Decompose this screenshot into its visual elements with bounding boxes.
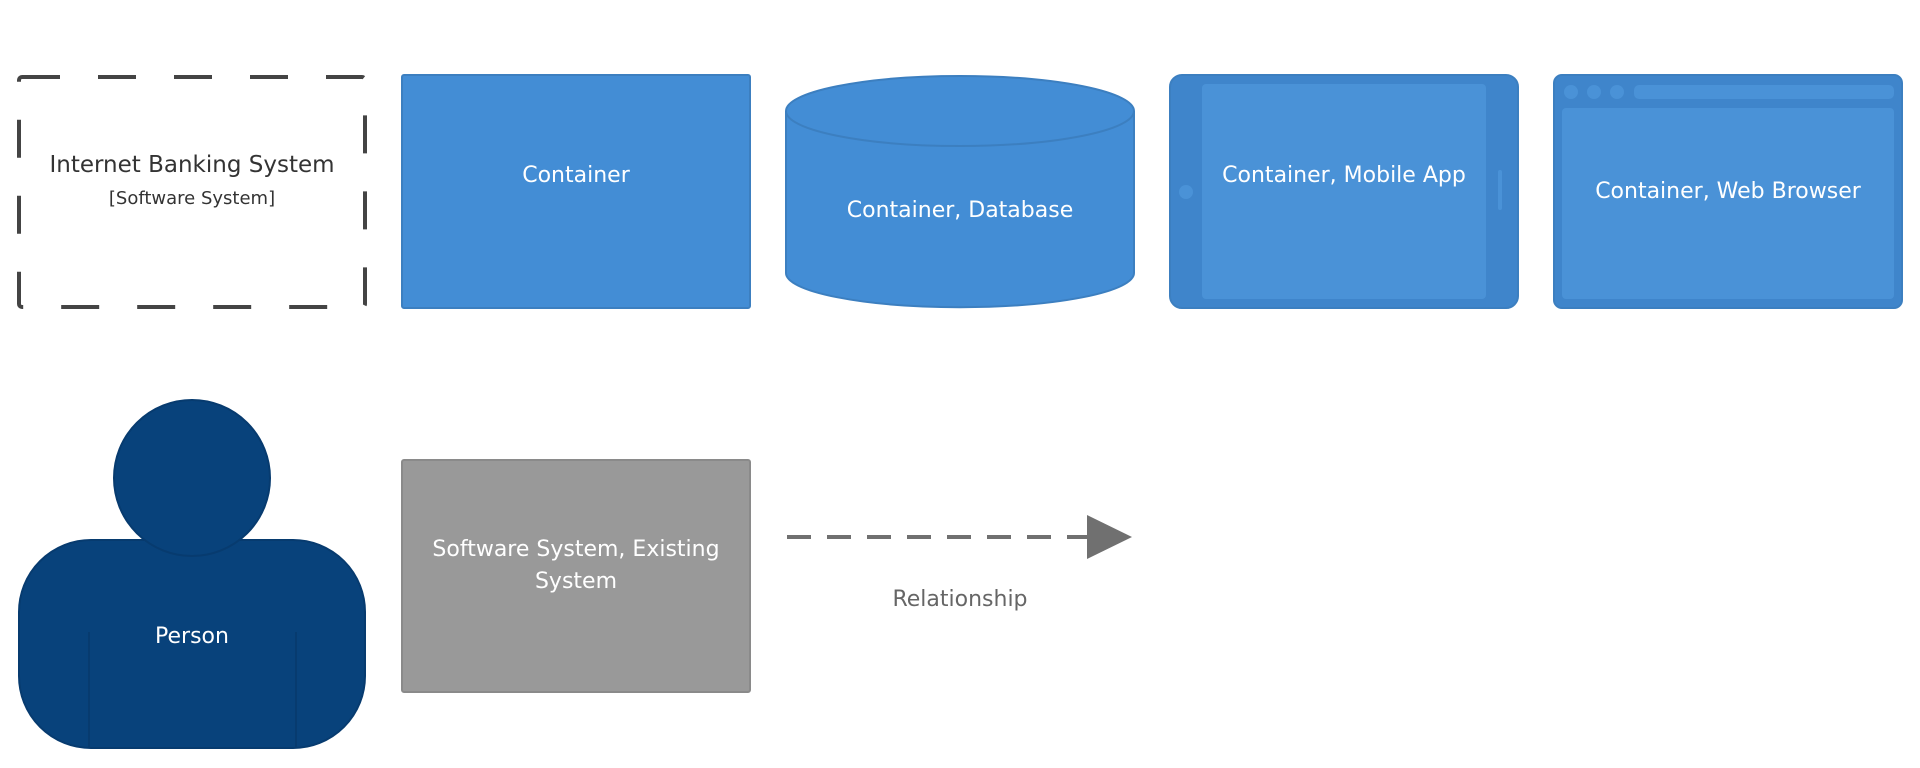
mobile-app-screen	[1202, 84, 1486, 299]
browser-viewport	[1562, 108, 1894, 299]
boundary-title: Internet Banking System	[49, 152, 334, 178]
person-shape: Person	[18, 399, 366, 749]
container-box	[401, 74, 751, 309]
mobile-app-home-button	[1179, 185, 1193, 199]
browser-window-dot-icon	[1564, 85, 1578, 99]
browser-window-dot-icon	[1587, 85, 1601, 99]
relationship-label: Relationship	[892, 587, 1027, 612]
person-label: Person	[155, 624, 229, 649]
browser-address-bar	[1634, 85, 1894, 99]
mobile-app-side-button	[1498, 170, 1502, 210]
database-label: Container, Database	[847, 198, 1073, 223]
boundary-dashed-frame	[17, 75, 367, 309]
existing-system-box	[401, 459, 751, 693]
web-browser-shape: Container, Web Browser	[1553, 74, 1903, 309]
person-head	[113, 399, 271, 557]
container-shape: Container	[401, 74, 751, 309]
software-system-boundary: Internet Banking System [Software System…	[17, 75, 367, 309]
mobile-app-label: Container, Mobile App	[1222, 163, 1466, 188]
web-browser-label: Container, Web Browser	[1595, 179, 1862, 204]
mobile-app-shape: Container, Mobile App	[1169, 74, 1519, 309]
database-shape: Container, Database	[785, 75, 1135, 309]
browser-window-dot-icon	[1610, 85, 1624, 99]
existing-system-label-line2: System	[535, 569, 617, 594]
existing-system-shape: Software System, Existing System	[401, 459, 751, 693]
database-cylinder-body	[785, 111, 1135, 309]
container-label: Container	[522, 163, 630, 188]
database-cylinder-top	[785, 75, 1135, 147]
boundary-subtitle: [Software System]	[109, 188, 275, 209]
relationship-arrow: Relationship	[787, 515, 1132, 612]
relationship-arrowhead-icon	[1087, 515, 1132, 559]
existing-system-label-line1: Software System, Existing	[432, 537, 719, 562]
